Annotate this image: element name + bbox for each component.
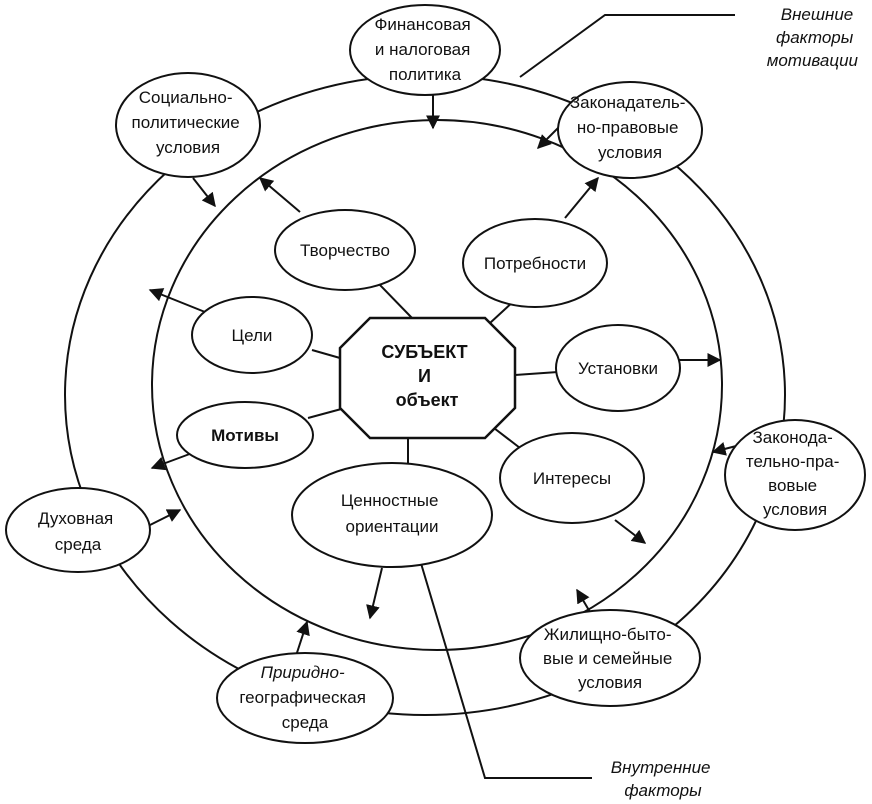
node-needs: Потребности: [462, 218, 608, 308]
svg-text:Потребности: Потребности: [484, 254, 586, 273]
node-interests: Интересы: [499, 432, 645, 524]
svg-text:Творчество: Творчество: [300, 241, 390, 260]
svg-text:Приридно- географическая: Приридно- географическая среда: [239, 663, 370, 732]
link-center-attitudes: [514, 371, 559, 376]
svg-text:Мотивы: Мотивы: [211, 426, 279, 445]
arrow-motives: [150, 451, 196, 471]
external-factors-label: Внешние факторы мотивации: [767, 5, 859, 70]
svg-text:Духовная среда: Духовная среда: [38, 509, 118, 554]
svg-text:Социально- политические: Социально- политические условия: [132, 88, 245, 157]
link-center-motives: [307, 407, 346, 419]
arrow-sociopolitical: [192, 177, 216, 208]
center-node: СУБЪЕКТ И объект: [338, 316, 517, 440]
link-center-goals: [311, 349, 341, 359]
internal-callout-line: [419, 559, 592, 779]
node-housing: Жилищно-быто- вые и семейные условия: [519, 609, 701, 707]
svg-text:Цели: Цели: [232, 326, 273, 345]
svg-text:Законода- тельно-пра-: Законода- тельно-пра- вовые условия: [746, 428, 844, 519]
arrow-values: [366, 567, 383, 620]
svg-text:Интересы: Интересы: [533, 469, 611, 488]
external-callout-line: [519, 14, 735, 78]
node-legal-top: Законадатель- но-правовые условия: [557, 81, 703, 179]
node-sociopolitical: Социально- политические условия: [115, 72, 261, 178]
node-motives: Мотивы: [176, 401, 314, 469]
svg-text:Финансовая и налоговая: Финансовая и налоговая политика: [374, 15, 475, 84]
arrow-housing: [576, 588, 591, 613]
svg-text:Ценностные ориентации: Ценностные ориентации: [341, 491, 443, 536]
node-finance: Финансовая и налоговая политика: [349, 4, 501, 96]
svg-text:Установки: Установки: [578, 359, 658, 378]
svg-text:СУБЪЕКТ И объект: СУБЪЕКТ И объект: [381, 342, 472, 410]
internal-factors-label: Внутренние факторы: [611, 758, 715, 800]
svg-text:Законадатель- но-правовы: Законадатель- но-правовые условия: [570, 93, 690, 162]
node-values: Ценностные ориентации: [291, 462, 493, 568]
arrow-interests: [614, 519, 647, 544]
node-legal-right: Законода- тельно-пра- вовые условия: [724, 419, 866, 531]
arrow-needs: [564, 176, 599, 219]
node-attitudes: Установки: [555, 324, 681, 412]
link-center-creativity: [379, 284, 413, 319]
node-creativity: Творчество: [274, 209, 416, 291]
arrow-goals: [148, 288, 206, 313]
node-geo: Приридно- географическая среда: [216, 652, 394, 744]
svg-text:Жилищно-быто- вые и семе: Жилищно-быто- вые и семейные условия: [543, 625, 677, 692]
node-spiritual: Духовная среда: [5, 487, 151, 573]
node-goals: Цели: [191, 296, 313, 374]
arrow-creativity: [258, 177, 301, 213]
arrow-spiritual: [149, 509, 182, 526]
